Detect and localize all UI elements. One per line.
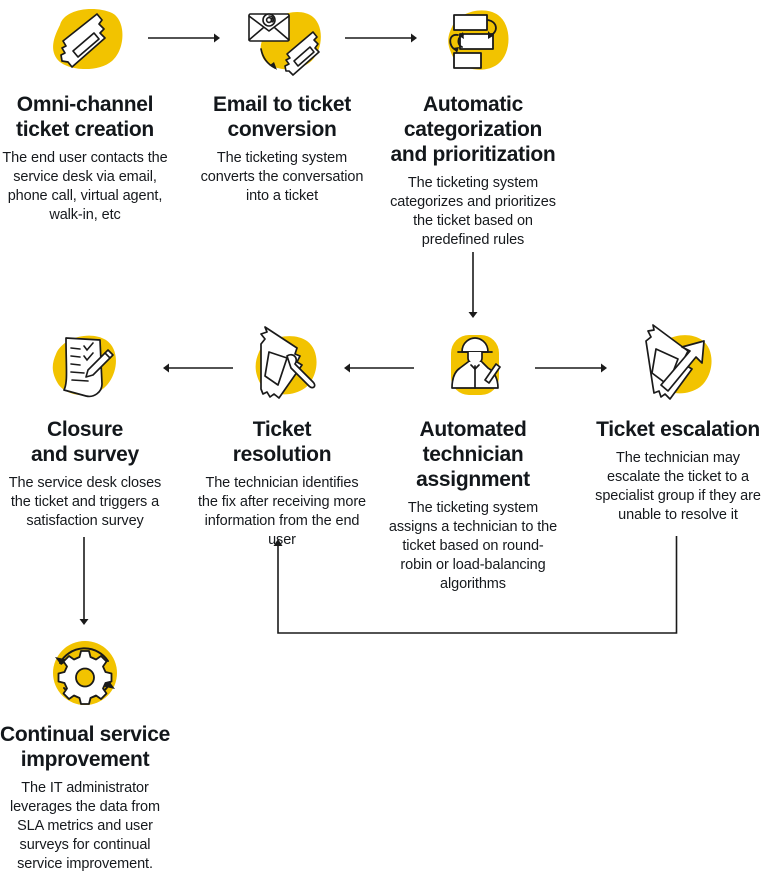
node-description: The service desk closes the ticket and t… xyxy=(8,475,162,529)
node-description: The ticketing system assigns a technicia… xyxy=(388,500,558,592)
node-description: The technician identifies the fix after … xyxy=(197,475,367,548)
gear-cycle-icon xyxy=(0,630,170,716)
node-description: The ticketing system categorizes and pri… xyxy=(390,175,556,248)
node-title: Omni-channel ticket creation xyxy=(16,93,154,141)
envelope-to-ticket-icon xyxy=(197,0,367,86)
ticket-wrench-icon xyxy=(197,325,367,411)
arrow-closure-to-improvement xyxy=(74,537,94,625)
node-automatic-categorization-and-prioritization: Automatic categorization and prioritizat… xyxy=(388,0,558,250)
node-description: The ticketing system converts the conver… xyxy=(200,150,364,204)
node-title: Ticket escalation xyxy=(596,418,760,441)
survey-checklist-icon xyxy=(0,325,170,411)
node-title: Continual service improvement xyxy=(0,723,170,771)
ticket-icon xyxy=(0,0,170,86)
node-ticket-escalation: Ticket escalation The technician may esc… xyxy=(592,324,764,525)
node-omni-channel-ticket-creation: Omni-channel ticket creation The end use… xyxy=(0,0,170,225)
ticket-arrow-up-icon xyxy=(592,324,764,411)
node-closure-and-survey: Closure and survey The service desk clos… xyxy=(0,325,170,531)
node-title: Closure and survey xyxy=(31,418,139,466)
node-description: The end user contacts the service desk v… xyxy=(2,150,168,223)
node-ticket-resolution: Ticket resolution The technician identif… xyxy=(197,325,367,550)
node-title: Automatic categorization and prioritizat… xyxy=(390,93,556,166)
reorder-list-icon xyxy=(388,0,558,86)
node-title: Ticket resolution xyxy=(232,418,332,466)
node-title: Automated technician assignment xyxy=(416,418,530,491)
node-description: The technician may escalate the ticket t… xyxy=(595,450,761,523)
technician-icon xyxy=(388,325,558,411)
node-description: The IT administrator leverages the data … xyxy=(9,780,161,872)
node-email-to-ticket-conversion: Email to ticket conversion The ticketing… xyxy=(197,0,367,206)
node-continual-service-improvement: Continual service improvement The IT adm… xyxy=(0,630,170,874)
arrow-categorization-to-assignment xyxy=(463,252,483,318)
node-automated-technician-assignment: Automated technician assignment The tick… xyxy=(388,325,558,594)
node-title: Email to ticket conversion xyxy=(213,93,351,141)
